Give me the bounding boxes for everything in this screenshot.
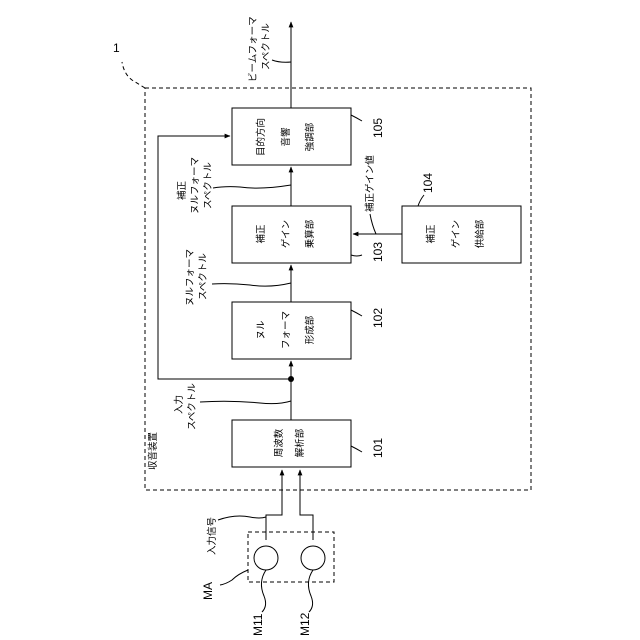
- null-spectrum-label-1: ヌルフォーマ: [185, 249, 196, 306]
- mic-m12-label: M12: [298, 612, 312, 636]
- corr-null-spectrum-label-3: スペクトル: [203, 162, 214, 209]
- ref-104: 104: [421, 173, 435, 193]
- svg-text:強調部: 強調部: [304, 123, 316, 152]
- svg-text:形成部: 形成部: [304, 316, 316, 345]
- ref-103: 103: [371, 242, 385, 262]
- gain-supply-block: 補正 ゲイン 供給部: [402, 206, 521, 263]
- mic-m11-label: M11: [251, 613, 265, 636]
- device-leader: [122, 62, 145, 88]
- target-enhancement-block: 目的方向 音響 強調部: [232, 108, 351, 165]
- device-label: 収音装置: [147, 432, 159, 470]
- beam-spectrum-label-1: ビームフォーマ: [248, 16, 259, 82]
- svg-text:目的方向: 目的方向: [255, 118, 267, 156]
- svg-text:周波数: 周波数: [273, 428, 285, 457]
- beam-spectrum-label-2: スペクトル: [261, 23, 272, 70]
- svg-text:補正: 補正: [425, 224, 437, 244]
- input-spectrum-label-1: 入力: [173, 395, 185, 414]
- svg-text:供給部: 供給部: [474, 220, 486, 249]
- corr-null-spectrum-label-1: 補正: [176, 180, 188, 200]
- svg-text:乗算部: 乗算部: [304, 220, 316, 249]
- corr-null-spectrum-label-2: ヌルフォーマ: [190, 157, 201, 214]
- mic1-signal-line: [266, 470, 282, 540]
- corr-gain-value-label: 補正ゲイン値: [364, 155, 376, 212]
- ref-101: 101: [371, 438, 385, 458]
- ref-102: 102: [371, 308, 385, 328]
- frequency-analysis-block: 周波数 解析部: [232, 420, 351, 467]
- mic-array-label: MA: [201, 582, 215, 600]
- ref-105: 105: [371, 118, 385, 138]
- svg-text:ヌル: ヌル: [256, 320, 267, 340]
- null-former-block: ヌル フォーマ 形成部: [232, 302, 351, 359]
- svg-text:補正: 補正: [255, 224, 267, 244]
- mic2-signal-line: [300, 470, 313, 540]
- mic-m11-icon: [254, 546, 278, 570]
- svg-text:ゲイン: ゲイン: [450, 220, 462, 248]
- svg-text:ゲイン: ゲイン: [280, 220, 292, 248]
- input-spectrum-label-2: スペクトル: [187, 383, 198, 430]
- svg-text:フォーマ: フォーマ: [281, 311, 292, 349]
- svg-text:解析部: 解析部: [294, 429, 306, 458]
- null-spectrum-label-2: スペクトル: [198, 253, 209, 300]
- gain-multiplier-block: 補正 ゲイン 乗算部: [232, 206, 351, 263]
- input-signal-label: 入力信号: [206, 517, 218, 555]
- mic-m12-icon: [301, 546, 325, 570]
- mic-array-boundary: [248, 532, 334, 582]
- svg-text:音響: 音響: [280, 127, 292, 147]
- device-number: 1: [113, 41, 120, 55]
